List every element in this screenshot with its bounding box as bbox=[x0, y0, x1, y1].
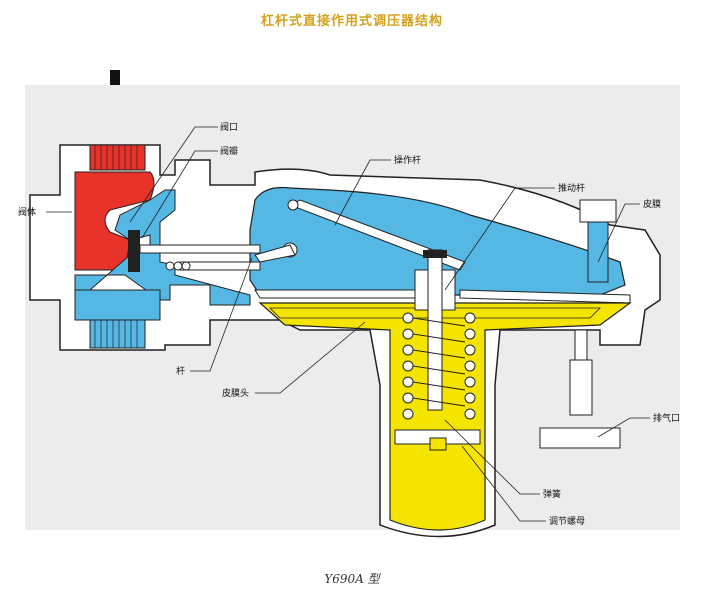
diagram-title: 杠杆式直接作用式调压器结构 bbox=[260, 14, 443, 29]
outlet-thread bbox=[89, 319, 146, 349]
model-caption: Y690A 型 bbox=[324, 572, 380, 586]
label-diaphragm-head: 皮膜头 bbox=[222, 387, 249, 399]
spring-chamber bbox=[258, 302, 632, 531]
label-adjusting-nut: 调节螺母 bbox=[549, 516, 585, 527]
label-valve-disc: 阀瓣 bbox=[220, 146, 238, 157]
inlet-thread bbox=[89, 144, 146, 171]
vent-assembly bbox=[539, 329, 621, 449]
top-fitting bbox=[579, 199, 617, 283]
valve-disc bbox=[128, 230, 140, 272]
valve-stem bbox=[139, 244, 261, 254]
label-operating-lever: 操作杆 bbox=[394, 154, 421, 166]
operating-lever bbox=[254, 199, 466, 271]
inlet-chamber bbox=[74, 171, 155, 271]
label-stem: 杆 bbox=[176, 365, 185, 377]
label-vent: 排气口 bbox=[653, 412, 680, 424]
label-valve-body: 阀体 bbox=[18, 206, 36, 218]
label-valve-port: 阀口 bbox=[220, 122, 238, 133]
label-diaphragm: 皮膜 bbox=[643, 198, 661, 210]
label-push-rod: 推动杆 bbox=[558, 182, 585, 194]
label-spring: 弹簧 bbox=[543, 488, 561, 500]
spring bbox=[402, 312, 476, 420]
